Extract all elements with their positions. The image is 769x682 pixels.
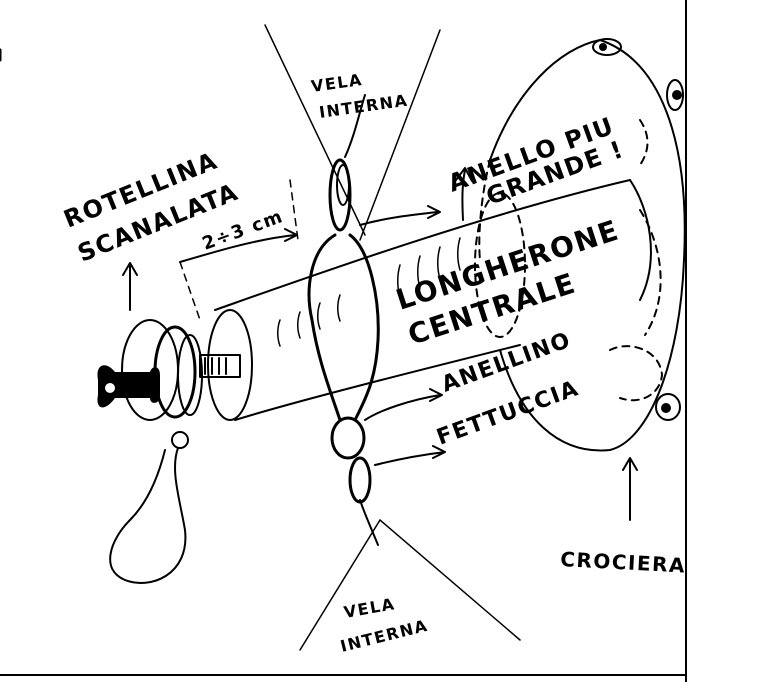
- label-longherone-centrale: LONGHERONE CENTRALE: [392, 213, 623, 351]
- label-anello-piu-grande: ANELLO PIU GRANDE !: [444, 112, 627, 211]
- label-vela-interna-bottom: VELA INTERNA: [338, 594, 430, 656]
- page-edge-marks: [0, 0, 687, 682]
- rivet-icon: [592, 38, 622, 56]
- svg-text:VELA: VELA: [310, 70, 364, 96]
- rivet-icon: [655, 393, 681, 421]
- annotation-arrows: [122, 94, 638, 521]
- svg-text:INTERNA: INTERNA: [338, 616, 430, 656]
- fettuccia-strap: [307, 158, 380, 546]
- svg-text:INTERNA: INTERNA: [318, 91, 410, 122]
- svg-text:CROCIERA: CROCIERA: [560, 547, 687, 578]
- rotellina-pulley: [97, 319, 241, 449]
- rivet-icon: [666, 79, 684, 111]
- weight-bag: [109, 447, 187, 584]
- label-crociera: CROCIERA: [560, 547, 687, 578]
- vela-lines: [264, 24, 521, 651]
- wing-nut-icon: [97, 365, 160, 408]
- label-vela-interna-top: VELA INTERNA: [310, 70, 410, 122]
- svg-text:VELA: VELA: [342, 594, 396, 622]
- longherone-tube: [207, 179, 652, 421]
